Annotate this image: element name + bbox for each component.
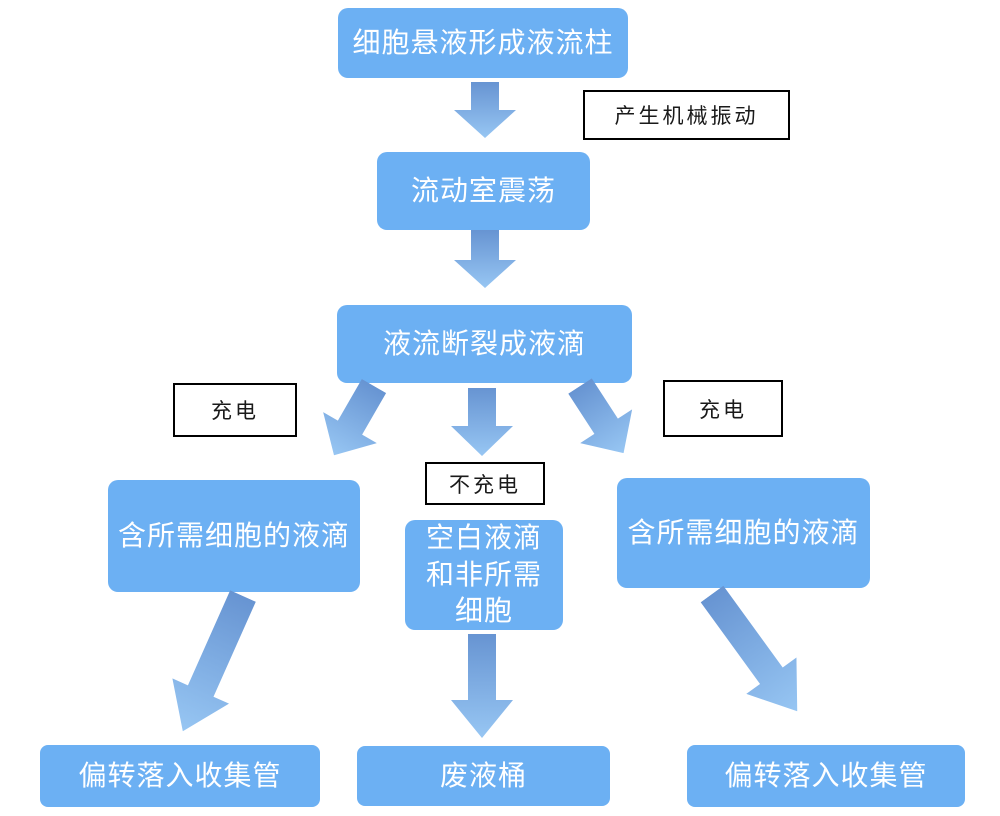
node-outcome-right: 偏转落入收集管 xyxy=(687,745,965,807)
node-branch-right: 含所需细胞的液滴 xyxy=(617,478,870,588)
node-step2: 流动室震荡 xyxy=(377,152,590,230)
node-branch-center: 空白液滴 和非所需 细胞 xyxy=(405,520,563,630)
node-branch-center-line3: 细胞 xyxy=(454,595,513,627)
arrow-down-icon xyxy=(451,388,513,456)
arrow-down-icon xyxy=(451,634,513,738)
node-branch-center-line2: 和非所需 xyxy=(425,558,542,590)
node-branch-center-line1: 空白液滴 xyxy=(425,522,542,554)
arrow-down-left-icon xyxy=(172,590,256,732)
arrow-down-right-icon xyxy=(700,585,798,712)
label-mechanical-vibration: 产生机械振动 xyxy=(583,90,790,140)
node-step3: 液流断裂成液滴 xyxy=(337,305,632,383)
label-charge-right: 充电 xyxy=(663,380,783,437)
node-branch-left: 含所需细胞的液滴 xyxy=(108,480,360,592)
node-step1: 细胞悬液形成液流柱 xyxy=(338,8,628,78)
label-no-charge: 不充电 xyxy=(425,462,545,505)
arrow-down-right-icon xyxy=(568,378,633,454)
label-charge-left: 充电 xyxy=(173,383,297,437)
node-outcome-left: 偏转落入收集管 xyxy=(40,745,320,807)
node-outcome-center: 废液桶 xyxy=(357,746,610,806)
arrow-down-left-icon xyxy=(323,379,387,456)
arrow-down-icon xyxy=(454,230,516,288)
arrow-down-icon xyxy=(454,82,516,138)
